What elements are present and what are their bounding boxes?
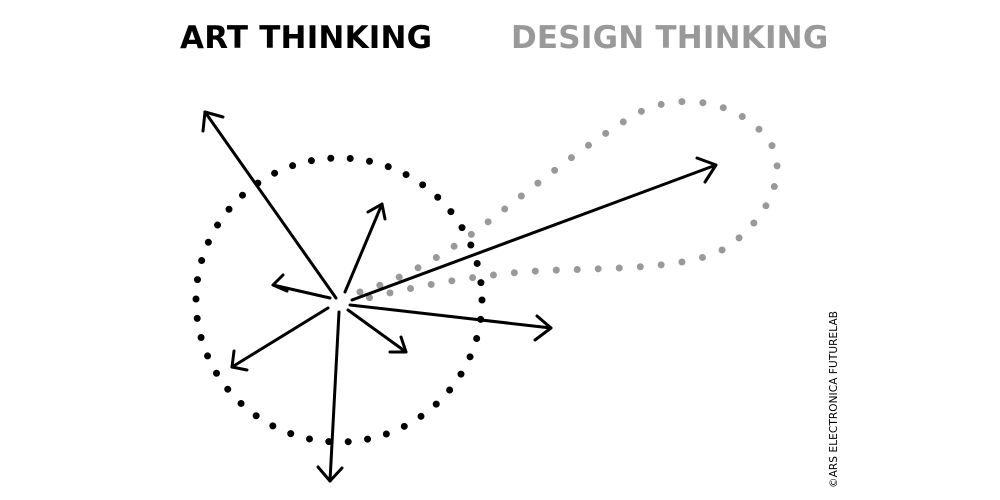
design-thinking-arrow xyxy=(350,156,718,302)
arrowhead-icon xyxy=(201,110,225,133)
art-thinking-title: ART THINKING xyxy=(180,20,433,56)
arrowhead-icon xyxy=(695,156,718,184)
design-thinking-title: DESIGN THINKING xyxy=(511,20,829,56)
art-thinking-arrow-down xyxy=(316,310,344,483)
arrowhead-icon xyxy=(230,349,249,372)
credit-text: ©ARS ELECTRONICA FUTURELAB xyxy=(828,310,840,488)
art-thinking-dotted-circle xyxy=(192,154,486,446)
arrowhead-icon xyxy=(388,335,408,354)
art-thinking-arrow-down-right xyxy=(346,308,408,354)
arrowhead-icon xyxy=(366,202,387,221)
art-thinking-arrow-up-left xyxy=(201,110,338,300)
art-thinking-arrow-up-right xyxy=(343,202,387,294)
arrowhead-icon xyxy=(533,314,553,342)
arrowhead-icon xyxy=(271,273,289,293)
art-thinking-arrow-right xyxy=(348,303,553,342)
design-thinking-dotted-loop xyxy=(356,98,781,304)
art-thinking-arrow-down-left xyxy=(230,306,330,372)
arrowhead-icon xyxy=(316,465,344,483)
art-thinking-arrow-left xyxy=(271,273,332,300)
